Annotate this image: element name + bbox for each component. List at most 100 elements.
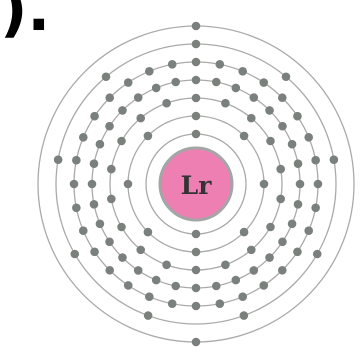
electron [265, 253, 274, 262]
electron [144, 311, 153, 320]
electron [276, 165, 285, 174]
electron [171, 282, 180, 291]
electron [240, 132, 249, 141]
electron [107, 195, 116, 204]
electron [278, 122, 287, 131]
electron [117, 137, 126, 146]
electron [278, 266, 287, 275]
electron [117, 223, 126, 232]
electron [79, 133, 88, 142]
electron [288, 220, 297, 229]
electron [105, 93, 114, 102]
electron [105, 237, 114, 246]
electron [134, 266, 143, 275]
electron [192, 230, 201, 239]
electron [136, 114, 145, 123]
electron [192, 338, 201, 347]
electron [152, 84, 161, 93]
nucleus: Lr [160, 148, 232, 220]
electron [192, 130, 201, 139]
electron [145, 67, 154, 76]
electron [124, 78, 133, 87]
electron [90, 112, 99, 121]
electron [249, 266, 258, 275]
electron [168, 299, 177, 308]
electron [238, 292, 247, 301]
electron [54, 155, 63, 164]
electron [304, 226, 313, 235]
electron [192, 302, 201, 311]
electron [221, 261, 230, 270]
electron [330, 155, 339, 164]
electron [70, 180, 79, 189]
electron [278, 93, 287, 102]
electron [296, 180, 305, 189]
electron [249, 93, 258, 102]
electron [144, 132, 153, 141]
electron [90, 200, 99, 209]
electron [294, 159, 303, 168]
electron [96, 140, 105, 149]
electron [107, 165, 116, 174]
electron [294, 200, 303, 209]
electron [168, 60, 177, 69]
electron [79, 226, 88, 235]
electron [216, 60, 225, 69]
electron [72, 156, 81, 165]
electron [90, 247, 99, 256]
electron [259, 78, 268, 87]
electron [288, 140, 297, 149]
electron [118, 253, 127, 262]
electron [192, 22, 201, 31]
electron [192, 58, 201, 67]
electron [259, 281, 268, 290]
electron [192, 266, 201, 275]
electron [90, 159, 99, 168]
electron [152, 276, 161, 285]
electron [105, 266, 114, 275]
electron [96, 220, 105, 229]
electron [144, 228, 153, 237]
electron [192, 284, 201, 293]
electron [240, 228, 249, 237]
electron [162, 261, 171, 270]
electron [232, 276, 241, 285]
electron [102, 72, 111, 81]
element-symbol: Lr [181, 171, 213, 200]
electron [212, 78, 221, 87]
electron [192, 76, 201, 85]
electron [221, 99, 230, 108]
electron [240, 311, 249, 320]
electron [247, 246, 256, 255]
electron [311, 204, 320, 213]
electron [293, 112, 302, 121]
electron [118, 106, 127, 115]
electron [313, 250, 322, 259]
electron [105, 122, 114, 131]
electron [266, 137, 275, 146]
electron [311, 156, 320, 165]
electron [266, 223, 275, 232]
electron [232, 84, 241, 93]
electron [212, 282, 221, 291]
electron [134, 93, 143, 102]
electron [171, 78, 180, 87]
electron [70, 250, 79, 259]
electron [192, 94, 201, 103]
electron [282, 72, 291, 81]
electron [124, 180, 133, 189]
electron [192, 40, 201, 49]
electron [238, 67, 247, 76]
electron [304, 133, 313, 142]
electron [162, 99, 171, 108]
electron [136, 246, 145, 255]
electron [276, 195, 285, 204]
electron [216, 299, 225, 308]
electron [88, 180, 97, 189]
electron [124, 281, 133, 290]
electron [192, 248, 201, 257]
electron [278, 237, 287, 246]
electron [265, 106, 274, 115]
